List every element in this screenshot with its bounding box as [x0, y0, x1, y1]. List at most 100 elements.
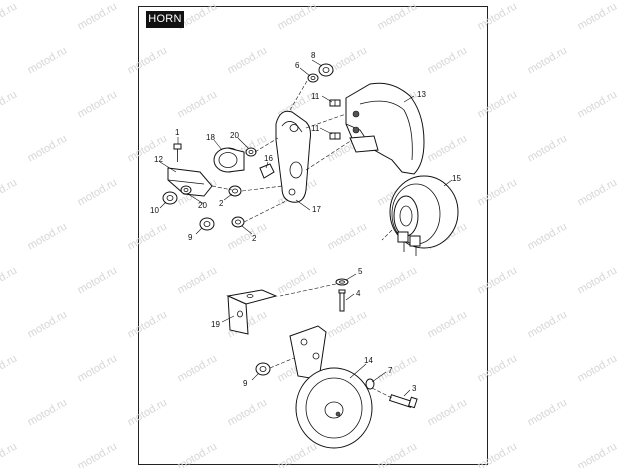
watermark-text: motod.ru	[376, 352, 420, 384]
part-12-bracket	[167, 167, 213, 197]
watermark-text: motod.ru	[126, 220, 170, 252]
watermark-text: motod.ru	[0, 440, 19, 468]
callout-16: 16	[264, 154, 273, 163]
watermark-text: motod.ru	[426, 132, 470, 164]
callout-19: 19	[211, 320, 220, 329]
watermark-text: motod.ru	[76, 0, 120, 32]
part-9-nut-lower	[255, 362, 271, 376]
watermark-text: motod.ru	[576, 440, 620, 468]
part-6-washer	[307, 73, 319, 83]
part-16-spacer	[259, 163, 275, 179]
part-13-horn-cover	[345, 82, 425, 175]
part-19-angle-bracket	[226, 289, 278, 335]
callout-12: 12	[154, 155, 163, 164]
watermark-text: motod.ru	[426, 308, 470, 340]
callout-2-upper: 2	[219, 199, 224, 208]
part-18-horn-body	[213, 147, 245, 173]
callout-15: 15	[452, 174, 461, 183]
part-7-washer	[365, 378, 375, 390]
part-20-washer-lower	[180, 185, 192, 195]
part-20-washer-upper	[245, 147, 257, 157]
callout-7: 7	[388, 366, 393, 375]
callout-9-upper: 9	[188, 233, 193, 242]
watermark-text: motod.ru	[76, 176, 120, 208]
watermark-text: motod.ru	[226, 220, 270, 252]
watermark-text: motod.ru	[126, 396, 170, 428]
watermark-text: motod.ru	[176, 264, 220, 296]
part-17-mounting-plate	[275, 110, 311, 203]
part-14-bracket-arm	[289, 325, 327, 379]
watermark-text: motod.ru	[476, 352, 520, 384]
watermark-text: motod.ru	[26, 44, 70, 76]
horn-disc-lower	[295, 367, 373, 449]
callout-6: 6	[295, 61, 300, 70]
callout-4: 4	[356, 289, 361, 298]
watermark-text: motod.ru	[426, 44, 470, 76]
callout-5: 5	[358, 267, 363, 276]
watermark-text: motod.ru	[576, 88, 620, 120]
watermark-text: motod.ru	[476, 176, 520, 208]
callout-10: 10	[150, 206, 159, 215]
part-4-bolt	[338, 289, 346, 312]
watermark-text: motod.ru	[76, 352, 120, 384]
watermark-text: motod.ru	[576, 176, 620, 208]
callout-2-lower: 2	[252, 234, 257, 243]
part-11-clip-upper	[329, 99, 341, 107]
watermark-text: motod.ru	[576, 0, 620, 32]
part-1-screw	[173, 143, 182, 162]
part-5-washer	[335, 278, 349, 286]
callout-18: 18	[206, 133, 215, 142]
watermark-text: motod.ru	[476, 440, 520, 468]
watermark-text: motod.ru	[76, 88, 120, 120]
watermark-text: motod.ru	[126, 44, 170, 76]
watermark-text: motod.ru	[476, 264, 520, 296]
part-10-nut	[162, 191, 178, 205]
callout-17: 17	[312, 205, 321, 214]
watermark-text: motod.ru	[0, 0, 19, 32]
part-11-clip-lower	[329, 132, 341, 140]
watermark-text: motod.ru	[476, 88, 520, 120]
watermark-text: motod.ru	[526, 132, 570, 164]
watermark-text: motod.ru	[76, 440, 120, 468]
watermark-text: motod.ru	[426, 396, 470, 428]
watermark-text: motod.ru	[126, 308, 170, 340]
part-2-nut-lower	[231, 216, 245, 228]
watermark-text: motod.ru	[326, 220, 370, 252]
callout-3: 3	[412, 384, 417, 393]
watermark-text: motod.ru	[576, 264, 620, 296]
watermark-text: motod.ru	[526, 396, 570, 428]
callout-11-upper: 11	[311, 92, 320, 101]
watermark-text: motod.ru	[276, 440, 320, 468]
watermark-text: motod.ru	[0, 88, 19, 120]
watermark-text: motod.ru	[176, 88, 220, 120]
watermark-text: motod.ru	[176, 352, 220, 384]
watermark-text: motod.ru	[76, 264, 120, 296]
watermark-text: motod.ru	[0, 264, 19, 296]
page-title: HORN	[146, 11, 184, 28]
part-9-nut-upper	[199, 217, 215, 231]
watermark-text: motod.ru	[26, 396, 70, 428]
watermark-text: motod.ru	[0, 176, 19, 208]
watermark-text: motod.ru	[226, 44, 270, 76]
watermark-text: motod.ru	[476, 0, 520, 32]
callout-13: 13	[417, 90, 426, 99]
callout-9-lower: 9	[243, 379, 248, 388]
part-3-bolt	[388, 394, 418, 409]
callout-1: 1	[175, 128, 180, 137]
part-2-nut-upper	[228, 185, 242, 197]
watermark-text: motod.ru	[526, 308, 570, 340]
watermark-text: motod.ru	[226, 396, 270, 428]
watermark-text: motod.ru	[526, 220, 570, 252]
watermark-text: motod.ru	[26, 220, 70, 252]
leader-lines	[159, 59, 453, 397]
callout-8: 8	[311, 51, 316, 60]
callout-14: 14	[364, 356, 373, 365]
watermark-text: motod.ru	[276, 0, 320, 32]
watermark-text: motod.ru	[526, 44, 570, 76]
watermark-text: motod.ru	[326, 308, 370, 340]
watermark-text: motod.ru	[276, 264, 320, 296]
callout-labels: 1 12 18 20 16 17 8 6 11 11 13 15 10 20 2…	[150, 51, 461, 393]
watermark-text: motod.ru	[376, 0, 420, 32]
callout-20-upper: 20	[230, 131, 239, 140]
